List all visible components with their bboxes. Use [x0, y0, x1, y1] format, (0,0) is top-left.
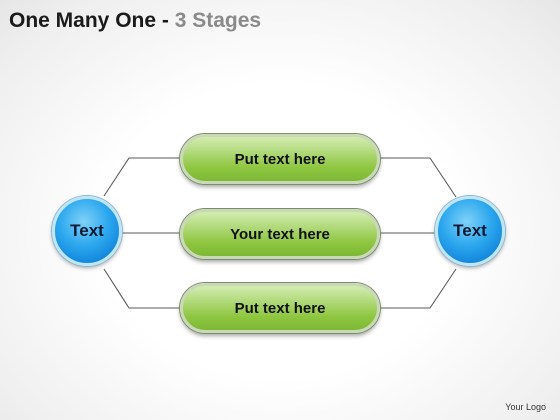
title-subtitle: 3 Stages — [174, 9, 262, 32]
stage-label-bottom: Put text here — [234, 299, 326, 317]
connector-left-top — [103, 157, 180, 197]
right-node-circle: Text — [435, 196, 505, 266]
left-node-label: Text — [70, 221, 104, 240]
right-node-label: Text — [453, 221, 487, 240]
slide-title: One Many One - 3 Stages — [9, 6, 261, 36]
stage-label-middle: Your text here — [230, 225, 330, 243]
stage-pill-top: Put text here — [180, 134, 380, 184]
title-main: One Many One — [9, 9, 157, 32]
stage-pill-middle: Your text here — [180, 209, 380, 259]
logo-placeholder: Your Logo — [505, 402, 546, 412]
left-node-circle: Text — [52, 196, 122, 266]
stage-pill-bottom: Put text here — [180, 283, 380, 333]
title-separator: - — [161, 9, 169, 32]
connector-right-bottom — [380, 268, 457, 309]
connector-left-bottom — [103, 268, 180, 309]
stage-label-top: Put text here — [234, 150, 326, 168]
connector-right-top — [380, 157, 457, 198]
